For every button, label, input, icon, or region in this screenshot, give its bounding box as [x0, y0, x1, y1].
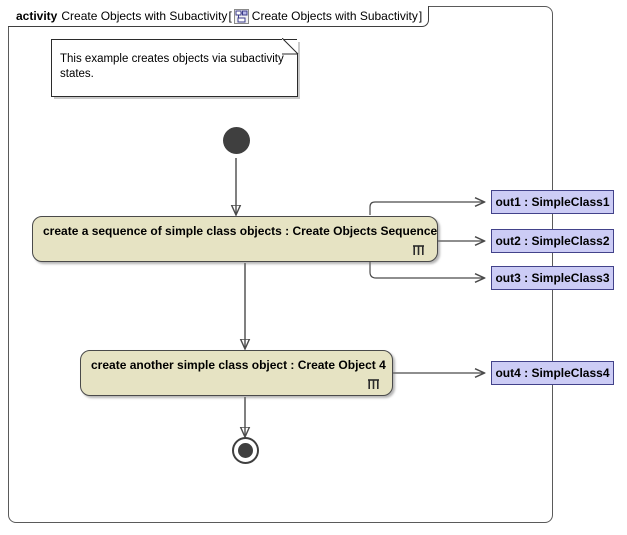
object-node-out4[interactable]: out4 : SimpleClass4: [491, 361, 614, 385]
note-text: This example creates objects via subacti…: [60, 53, 284, 80]
activity-diagram-icon: [233, 8, 249, 24]
note-right-edge: [283, 53, 298, 97]
initial-node[interactable]: [223, 127, 250, 154]
subactivity-rake-icon: [367, 377, 380, 389]
frame-activity-name: Create Objects with Subactivity: [61, 9, 228, 23]
object-node-label: out4 : SimpleClass4: [495, 366, 610, 380]
activity-frame-header-tab[interactable]: activity Create Objects with Subactivity…: [8, 6, 430, 27]
object-node-label: out1 : SimpleClass1: [495, 195, 610, 209]
frame-bracket-open: [: [228, 9, 232, 23]
activity-node-create-object-4[interactable]: create another simple class object : Cre…: [80, 350, 393, 396]
frame-diagram-name: Create Objects with Subactivity: [251, 9, 418, 23]
note-shadow-bottom: [54, 97, 300, 99]
note-folded-corner-icon: [281, 37, 299, 55]
activity-node-label: create a sequence of simple class object…: [43, 224, 438, 238]
object-node-label: out3 : SimpleClass3: [495, 271, 610, 285]
object-node-out1[interactable]: out1 : SimpleClass1: [491, 190, 614, 214]
final-node-inner-dot: [238, 443, 253, 458]
note-shadow-right: [298, 42, 300, 99]
object-node-label: out2 : SimpleClass2: [495, 234, 610, 248]
activity-node-create-objects-sequence[interactable]: create a sequence of simple class object…: [32, 216, 438, 262]
frame-bracket-close: ]: [418, 9, 423, 23]
object-node-out3[interactable]: out3 : SimpleClass3: [491, 266, 614, 290]
activity-node-label: create another simple class object : Cre…: [91, 358, 386, 372]
note-comment[interactable]: This example creates objects via subacti…: [51, 39, 297, 97]
object-node-out2[interactable]: out2 : SimpleClass2: [491, 229, 614, 253]
subactivity-rake-icon: [412, 243, 425, 255]
frame-keyword: activity: [16, 9, 58, 23]
